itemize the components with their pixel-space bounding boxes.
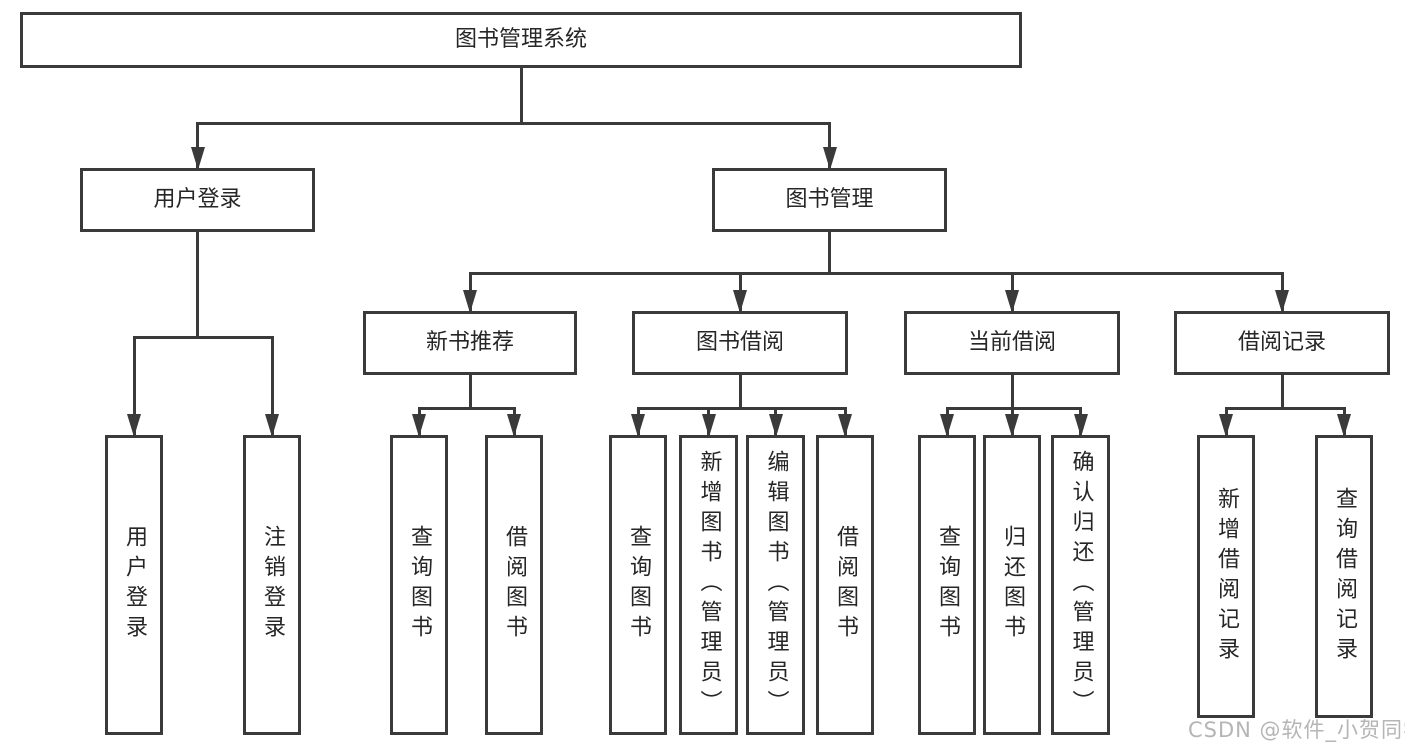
arrow-down-icon [127, 414, 141, 437]
node-add-books-admin: 新增图书（管理员） [679, 435, 738, 735]
node-label-root: 图书管理系统 [454, 27, 587, 52]
watermark: CSDN @软件_小贺同学 [1188, 718, 1405, 742]
node-label-borrowing-records: 借阅记录 [1237, 330, 1326, 355]
node-query-books-3: 查询图书 [918, 435, 976, 735]
node-query-books-1: 查询图书 [390, 435, 448, 735]
edge-drop-book-management [828, 122, 831, 168]
arrow-down-icon [1005, 290, 1019, 313]
arrow-down-icon [190, 147, 205, 170]
edge-stem-root [519, 68, 523, 122]
arrow-down-icon [768, 414, 783, 437]
node-label-current-borrowing: 当前借阅 [967, 330, 1056, 355]
node-label-book-borrowing: 图书借阅 [695, 330, 784, 355]
arrow-down-icon [1219, 414, 1233, 437]
arrow-down-icon [265, 414, 279, 437]
arrow-down-icon [507, 414, 521, 437]
node-label-logout-leaf: 注销登录 [260, 525, 285, 645]
arrow-down-icon [838, 414, 852, 437]
node-query-borrow-record: 查询借阅记录 [1315, 435, 1373, 718]
arrow-down-icon [1275, 290, 1289, 313]
edge-bus-borrowing-records [1224, 407, 1346, 410]
edge-drop-user-login [196, 122, 199, 168]
node-label-book-management: 图书管理 [785, 187, 874, 212]
node-logout-leaf: 注销登录 [243, 435, 301, 735]
edge-stem-current-borrowing [1010, 375, 1014, 407]
edge-stem-new-book-recommend [468, 375, 472, 407]
edge-stem-user-login [196, 232, 199, 336]
edge-bus-book-management [468, 272, 1284, 275]
edge-bus-user-login [132, 336, 274, 339]
node-root: 图书管理系统 [20, 12, 1022, 68]
node-label-new-book-recommend: 新书推荐 [425, 330, 514, 355]
arrow-down-icon [733, 290, 747, 313]
edge-stem-borrowing-records [1280, 375, 1284, 407]
arrow-down-icon [463, 290, 477, 313]
edge-bus-current-borrowing [945, 407, 1082, 410]
edge-drop-logout-leaf [270, 336, 274, 435]
node-label-borrow-books-2: 借阅图书 [833, 525, 858, 645]
arrow-down-icon [1005, 414, 1019, 437]
edge-bus-root [196, 122, 831, 125]
node-label-confirm-return-admin: 确认归还（管理员） [1068, 450, 1094, 720]
arrow-down-icon [631, 414, 645, 437]
node-user-login-leaf: 用户登录 [105, 435, 163, 735]
edge-drop-user-login-leaf [132, 336, 136, 435]
node-borrowing-records: 借阅记录 [1174, 311, 1390, 375]
node-borrow-books-1: 借阅图书 [485, 435, 543, 735]
edge-bus-book-borrowing [636, 407, 847, 410]
node-label-user-login: 用户登录 [153, 187, 242, 212]
arrow-down-icon [822, 147, 837, 170]
node-label-query-books-3: 查询图书 [935, 525, 960, 645]
node-new-book-recommend: 新书推荐 [363, 311, 577, 375]
node-label-add-borrow-record: 新增借阅记录 [1214, 486, 1239, 667]
node-label-query-books-2: 查询图书 [626, 525, 651, 645]
edge-stem-book-borrowing [738, 375, 742, 407]
node-borrow-books-2: 借阅图书 [816, 435, 874, 735]
node-label-query-borrow-record: 查询借阅记录 [1332, 486, 1357, 667]
edge-stem-book-management [828, 232, 831, 272]
node-label-add-books-admin: 新增图书（管理员） [696, 450, 722, 720]
arrow-down-icon [1073, 414, 1088, 437]
node-book-borrowing: 图书借阅 [632, 311, 848, 375]
arrow-down-icon [412, 414, 426, 437]
node-return-books: 归还图书 [983, 435, 1041, 735]
node-add-borrow-record: 新增借阅记录 [1197, 435, 1255, 718]
node-edit-books-admin: 编辑图书（管理员） [746, 435, 805, 735]
node-label-user-login-leaf: 用户登录 [122, 525, 147, 645]
node-query-books-2: 查询图书 [609, 435, 667, 735]
node-label-borrow-books-1: 借阅图书 [502, 525, 527, 645]
node-current-borrowing: 当前借阅 [904, 311, 1120, 375]
arrow-down-icon [1337, 414, 1351, 437]
node-user-login: 用户登录 [80, 168, 315, 232]
arrow-down-icon [940, 414, 954, 437]
node-book-management: 图书管理 [712, 168, 947, 232]
node-label-return-books: 归还图书 [1000, 525, 1025, 645]
arrow-down-icon [701, 414, 716, 437]
node-confirm-return-admin: 确认归还（管理员） [1051, 435, 1110, 735]
node-label-edit-books-admin: 编辑图书（管理员） [763, 450, 789, 720]
edge-bus-new-book-recommend [417, 407, 516, 410]
node-label-query-books-1: 查询图书 [407, 525, 432, 645]
